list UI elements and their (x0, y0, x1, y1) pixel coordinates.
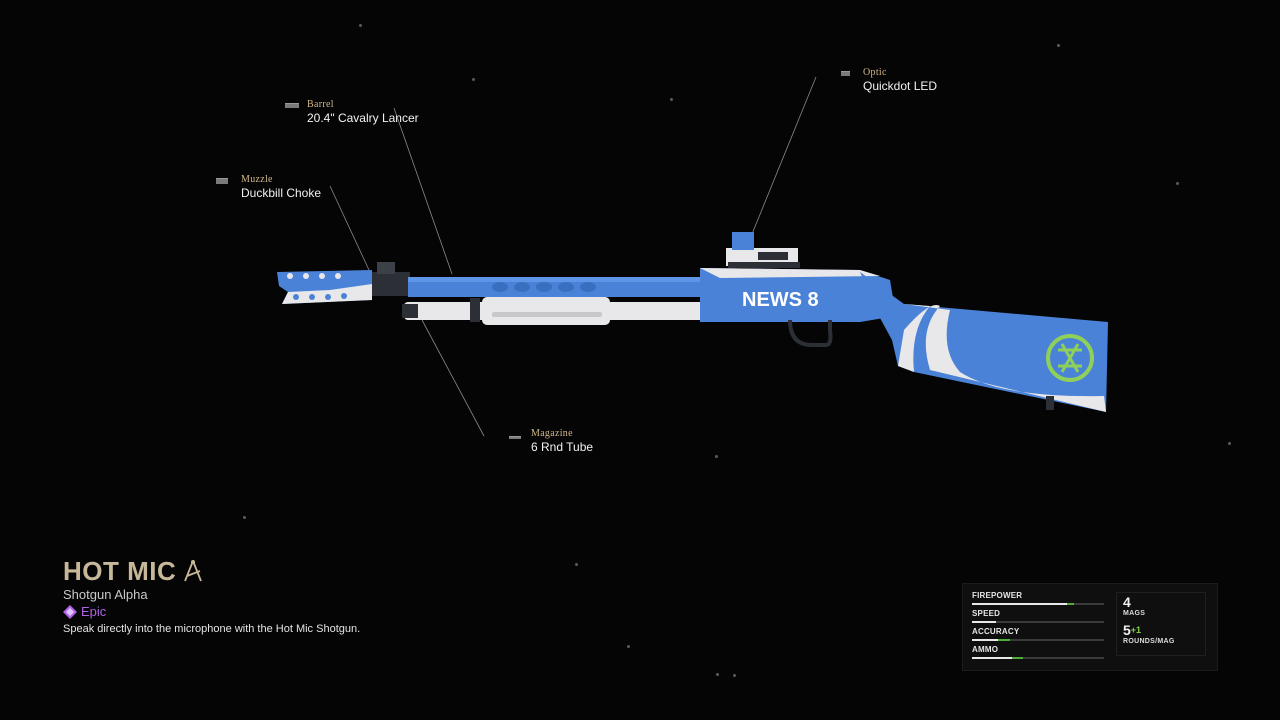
attachment-value: 6 Rnd Tube (531, 440, 594, 454)
stat-fill (972, 621, 996, 623)
stat-track (972, 621, 1104, 623)
background-speck (359, 24, 362, 27)
muzzle-leader-line (329, 185, 370, 271)
background-speck (472, 78, 475, 81)
attachment-value: Duckbill Choke (241, 186, 322, 200)
magazine-leader-line (421, 319, 485, 437)
optic-sight (726, 232, 800, 268)
stat-track (972, 603, 1104, 605)
optic-leader-line (751, 76, 817, 235)
barrel-clamp (372, 272, 410, 296)
background-speck (716, 673, 719, 676)
pump-forend (482, 297, 610, 325)
weapon-name: HOT MIC (63, 556, 177, 586)
stat-speed: SPEED (972, 609, 1106, 623)
stat-ammo: AMMO (972, 645, 1106, 659)
barrel-callout[interactable]: Barrel 20.4" Cavalry Lancer (285, 99, 419, 125)
stat-label: SPEED (972, 609, 1001, 618)
attachment-category: Optic (863, 67, 887, 78)
stat-firepower: FIREPOWER (972, 591, 1106, 605)
livery-text: NEWS 8 (742, 289, 819, 311)
stat-bonus (998, 639, 1011, 641)
background-speck (243, 516, 246, 519)
stat-bonus (1011, 657, 1024, 659)
stat-label: FIREPOWER (972, 591, 1023, 600)
stat-accuracy: ACCURACY (972, 627, 1106, 641)
stat-fill (972, 603, 1068, 605)
stat-bonus (1067, 603, 1074, 605)
muzzle-icon (216, 178, 228, 184)
background-speck (575, 563, 578, 566)
rounds-count: 5 (1123, 622, 1131, 638)
muzzle-brake (277, 270, 372, 304)
barrel-icon (285, 103, 299, 108)
stat-label: AMMO (972, 645, 999, 654)
weapon-info: HOT MIC Shotgun Alpha Epic Speak directl… (63, 556, 360, 635)
background-speck (627, 645, 630, 648)
barrel-dimples (492, 282, 596, 292)
background-speck (1057, 44, 1060, 47)
mags-count: 4 (1123, 594, 1131, 610)
mags-label: MAGS (1123, 610, 1146, 617)
weapon-description: Speak directly into the microphone with … (63, 623, 361, 635)
receiver (700, 268, 896, 322)
background-speck (1228, 442, 1231, 445)
stat-track (972, 639, 1104, 641)
stock-emblem (1046, 334, 1094, 382)
blueprint-compass-icon (184, 560, 203, 582)
epic-rarity-icon (63, 604, 77, 619)
background-speck (670, 98, 673, 101)
optic-callout[interactable]: Optic Quickdot LED (841, 67, 938, 93)
magazine-icon (509, 436, 521, 439)
magazine-callout[interactable]: Magazine 6 Rnd Tube (509, 428, 594, 454)
barrel-leader-line (393, 107, 453, 275)
background-speck (733, 674, 736, 677)
weapon-base-name: Shotgun Alpha (63, 587, 148, 602)
stat-fill (972, 639, 999, 641)
rounds-label: ROUNDS/MAG (1123, 638, 1175, 645)
trigger-guard (788, 319, 833, 347)
stat-fill (972, 657, 1012, 659)
muzzle-callout[interactable]: Muzzle Duckbill Choke (216, 174, 322, 200)
rarity-label: Epic (81, 604, 107, 619)
attachment-value: Quickdot LED (863, 79, 938, 93)
attachment-category: Barrel (307, 99, 334, 110)
stock (860, 272, 1108, 412)
background-speck (715, 455, 718, 458)
optic-icon (841, 71, 850, 76)
stats-panel: FIREPOWER SPEED ACCURACY AMMO 4 MAGS (962, 583, 1218, 671)
rounds-bonus: +1 (1130, 625, 1142, 635)
background-speck (1176, 182, 1179, 185)
attachment-value: 20.4" Cavalry Lancer (307, 111, 419, 125)
stat-track (972, 657, 1104, 659)
stat-label: ACCURACY (972, 627, 1020, 636)
ammo-summary: 4 MAGS 5+1 ROUNDS/MAG (1116, 592, 1206, 656)
attachment-category: Muzzle (241, 174, 273, 185)
attachment-category: Magazine (531, 428, 573, 439)
